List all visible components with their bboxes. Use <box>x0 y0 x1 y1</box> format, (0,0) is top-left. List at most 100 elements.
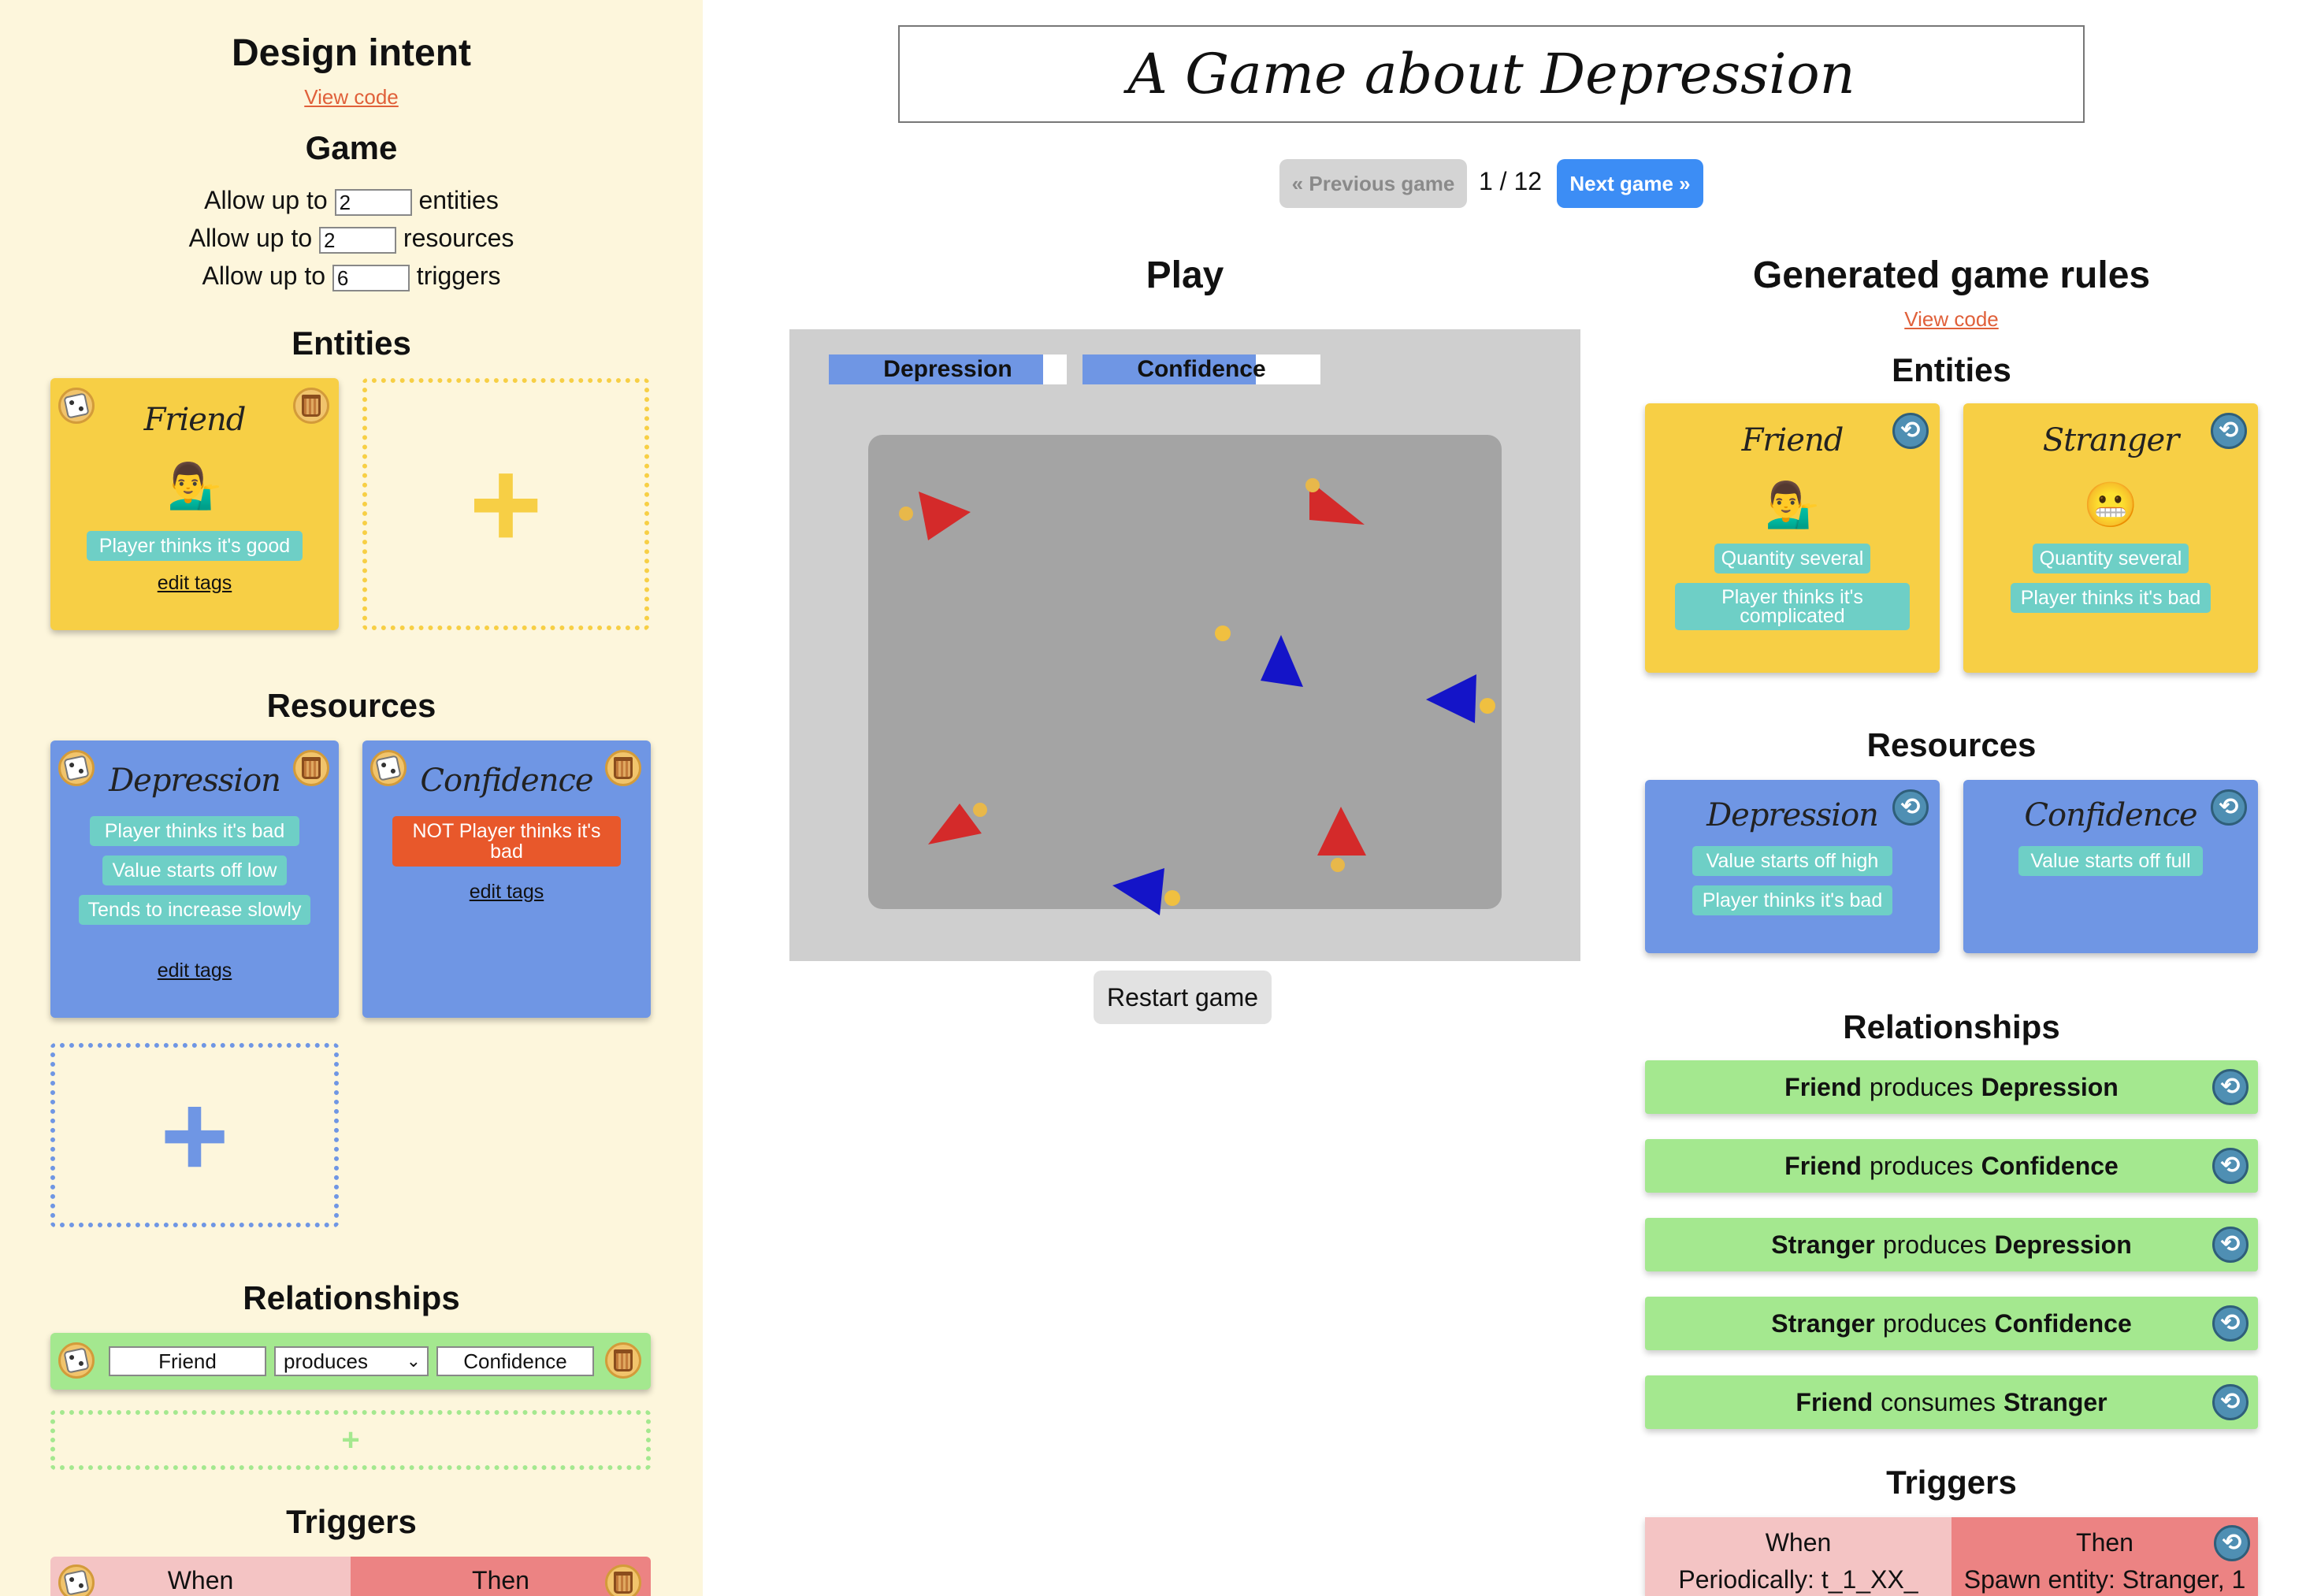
stranger-sprite <box>928 804 982 844</box>
limit-prefix: Allow up to <box>188 224 313 252</box>
generated-resources-heading: Resources <box>1866 726 2037 763</box>
generated-entity-stranger: ⟲ Stranger 😬 Quantity several Player thi… <box>1963 403 2258 673</box>
stranger-sprite <box>919 492 971 540</box>
restart-game-button[interactable]: Restart game <box>1094 971 1272 1024</box>
confidence-bar-label: Confidence <box>1137 356 1266 382</box>
stranger-face-icon <box>1331 858 1345 872</box>
trigger-then-label: Then <box>2076 1528 2133 1557</box>
trigger-when-value: Periodically: t_1_XX_ <box>1678 1565 1918 1594</box>
relationship-object: Confidence <box>1981 1151 2119 1180</box>
trash-bin-icon[interactable] <box>605 1564 641 1596</box>
edit-tags-link[interactable]: edit tags <box>469 881 544 903</box>
trigger-then-cell: Then Spawn entity: Stranger, 1 <box>1951 1517 2258 1596</box>
next-game-button[interactable]: Next game » <box>1557 159 1703 208</box>
game-triggers-limit: Allow up to 6 triggers <box>0 262 703 291</box>
resource-tag[interactable]: Tends to increase slowly <box>79 895 310 925</box>
entity-tag: Player thinks it's complicated <box>1675 583 1910 630</box>
trash-bin-icon[interactable] <box>605 750 641 786</box>
triggers-limit-input[interactable]: 6 <box>332 264 410 291</box>
randomize-dice-icon[interactable] <box>370 750 407 786</box>
relationship-object-field[interactable]: Confidence <box>436 1346 594 1376</box>
stranger-sprite <box>1309 481 1365 525</box>
edit-tags-link[interactable]: edit tags <box>157 572 232 594</box>
relationship-object: Stranger <box>2003 1387 2107 1416</box>
relationship-object: Depression <box>1981 1072 2119 1101</box>
resource-tag: Player thinks it's bad <box>1692 885 1892 915</box>
add-relationship-button[interactable]: + <box>50 1410 651 1470</box>
entity-name: Stranger <box>2042 422 2180 458</box>
trigger-row: When Periodically: t_1_XX_ Then Spawn en… <box>1645 1517 2258 1596</box>
relationship-object: Confidence <box>1994 1308 2132 1338</box>
limit-suffix: resources <box>403 224 514 252</box>
friend-sprite <box>1426 674 1476 723</box>
resource-tag[interactable]: Value starts off low <box>102 856 287 885</box>
entities-limit-input[interactable]: 2 <box>334 188 412 216</box>
stranger-face-icon <box>899 507 913 521</box>
limit-prefix: Allow up to <box>204 186 328 214</box>
trigger-when-cell: When Periodically: t_1_XX_ <box>1645 1517 1951 1596</box>
undo-icon[interactable]: ⟲ <box>2212 1305 2249 1342</box>
relationship-subject: Friend <box>1796 1387 1874 1416</box>
design-view-code-link[interactable]: View code <box>304 85 399 109</box>
trigger-when-col: When <box>50 1557 351 1596</box>
entity-emoji: 💁‍♂️ <box>167 461 222 510</box>
randomize-dice-icon[interactable] <box>58 1342 95 1379</box>
previous-game-button[interactable]: « Previous game <box>1279 159 1467 208</box>
chevron-down-icon: ⌄ <box>406 1351 421 1371</box>
relationship-verb: produces <box>1882 1308 1987 1338</box>
stranger-sprite <box>1317 807 1366 856</box>
trash-bin-icon[interactable] <box>605 1342 641 1379</box>
relationship-verb-select[interactable]: produces ⌄ <box>274 1346 429 1376</box>
undo-icon[interactable]: ⟲ <box>2212 1227 2249 1263</box>
trigger-editor-row: When Then <box>50 1557 651 1596</box>
game-title: A Game about Depression <box>898 25 2085 123</box>
friend-face-icon <box>1215 625 1231 641</box>
trash-bin-icon[interactable] <box>293 388 329 424</box>
game-sprites <box>899 478 1495 915</box>
resource-tag: Value starts off full <box>2018 846 2203 876</box>
add-entity-button[interactable]: + <box>362 378 649 630</box>
generated-entity-friend: ⟲ Friend 💁‍♂️ Quantity several Player th… <box>1645 403 1940 673</box>
play-heading: Play <box>1146 254 1224 296</box>
confidence-bar-fill <box>1083 354 1257 384</box>
randomize-dice-icon[interactable] <box>58 1564 95 1596</box>
resource-name: Confidence <box>2024 797 2197 833</box>
relationship-row: Friend produces Depression ⟲ <box>1645 1060 2258 1114</box>
undo-icon[interactable]: ⟲ <box>2212 1148 2249 1184</box>
generated-resource-depression: ⟲ Depression Value starts off high Playe… <box>1645 780 1940 953</box>
trash-bin-icon[interactable] <box>293 750 329 786</box>
friend-sprite <box>1112 868 1164 915</box>
randomize-dice-icon[interactable] <box>58 388 95 424</box>
entity-tag[interactable]: Player thinks it's good <box>87 531 303 561</box>
depression-bar-fill <box>829 354 1043 384</box>
undo-icon[interactable]: ⟲ <box>2212 1384 2249 1420</box>
generated-view-code-link[interactable]: View code <box>1904 307 1999 331</box>
resource-card-confidence: Confidence NOT Player thinks it's bad ed… <box>362 740 651 1018</box>
resource-name: Depression <box>109 763 281 799</box>
relationships-heading: Relationships <box>243 1279 460 1316</box>
entity-tag: Player thinks it's bad <box>2011 583 2211 613</box>
resources-limit-input[interactable]: 2 <box>319 226 397 254</box>
resource-tag-negated[interactable]: NOT Player thinks it's bad <box>392 816 621 867</box>
limit-suffix: entities <box>418 186 499 214</box>
undo-icon[interactable]: ⟲ <box>2211 413 2247 449</box>
undo-icon[interactable]: ⟲ <box>1892 413 1929 449</box>
undo-icon[interactable]: ⟲ <box>1892 789 1929 826</box>
relationship-subject: Friend <box>1784 1151 1862 1180</box>
undo-icon[interactable]: ⟲ <box>2212 1069 2249 1105</box>
relationship-verb-value: produces <box>284 1349 368 1373</box>
friend-face-icon <box>1480 698 1495 714</box>
design-intent-title: Design intent <box>231 32 471 74</box>
edit-tags-link[interactable]: edit tags <box>157 959 232 982</box>
relationship-subject-field[interactable]: Friend <box>109 1346 266 1376</box>
resource-tag[interactable]: Player thinks it's bad <box>90 816 299 846</box>
resource-card-depression: Depression Player thinks it's bad Value … <box>50 740 339 1018</box>
entity-tag: Quantity several <box>1714 544 1870 573</box>
randomize-dice-icon[interactable] <box>58 750 95 786</box>
game-canvas[interactable]: Depression Confidence <box>789 329 1580 961</box>
undo-icon[interactable]: ⟲ <box>2211 789 2247 826</box>
undo-icon[interactable]: ⟲ <box>2214 1525 2250 1561</box>
trigger-then-value: Spawn entity: Stranger, 1 <box>1963 1565 2246 1594</box>
resource-name: Depression <box>1706 797 1879 833</box>
add-resource-button[interactable]: + <box>50 1043 339 1227</box>
